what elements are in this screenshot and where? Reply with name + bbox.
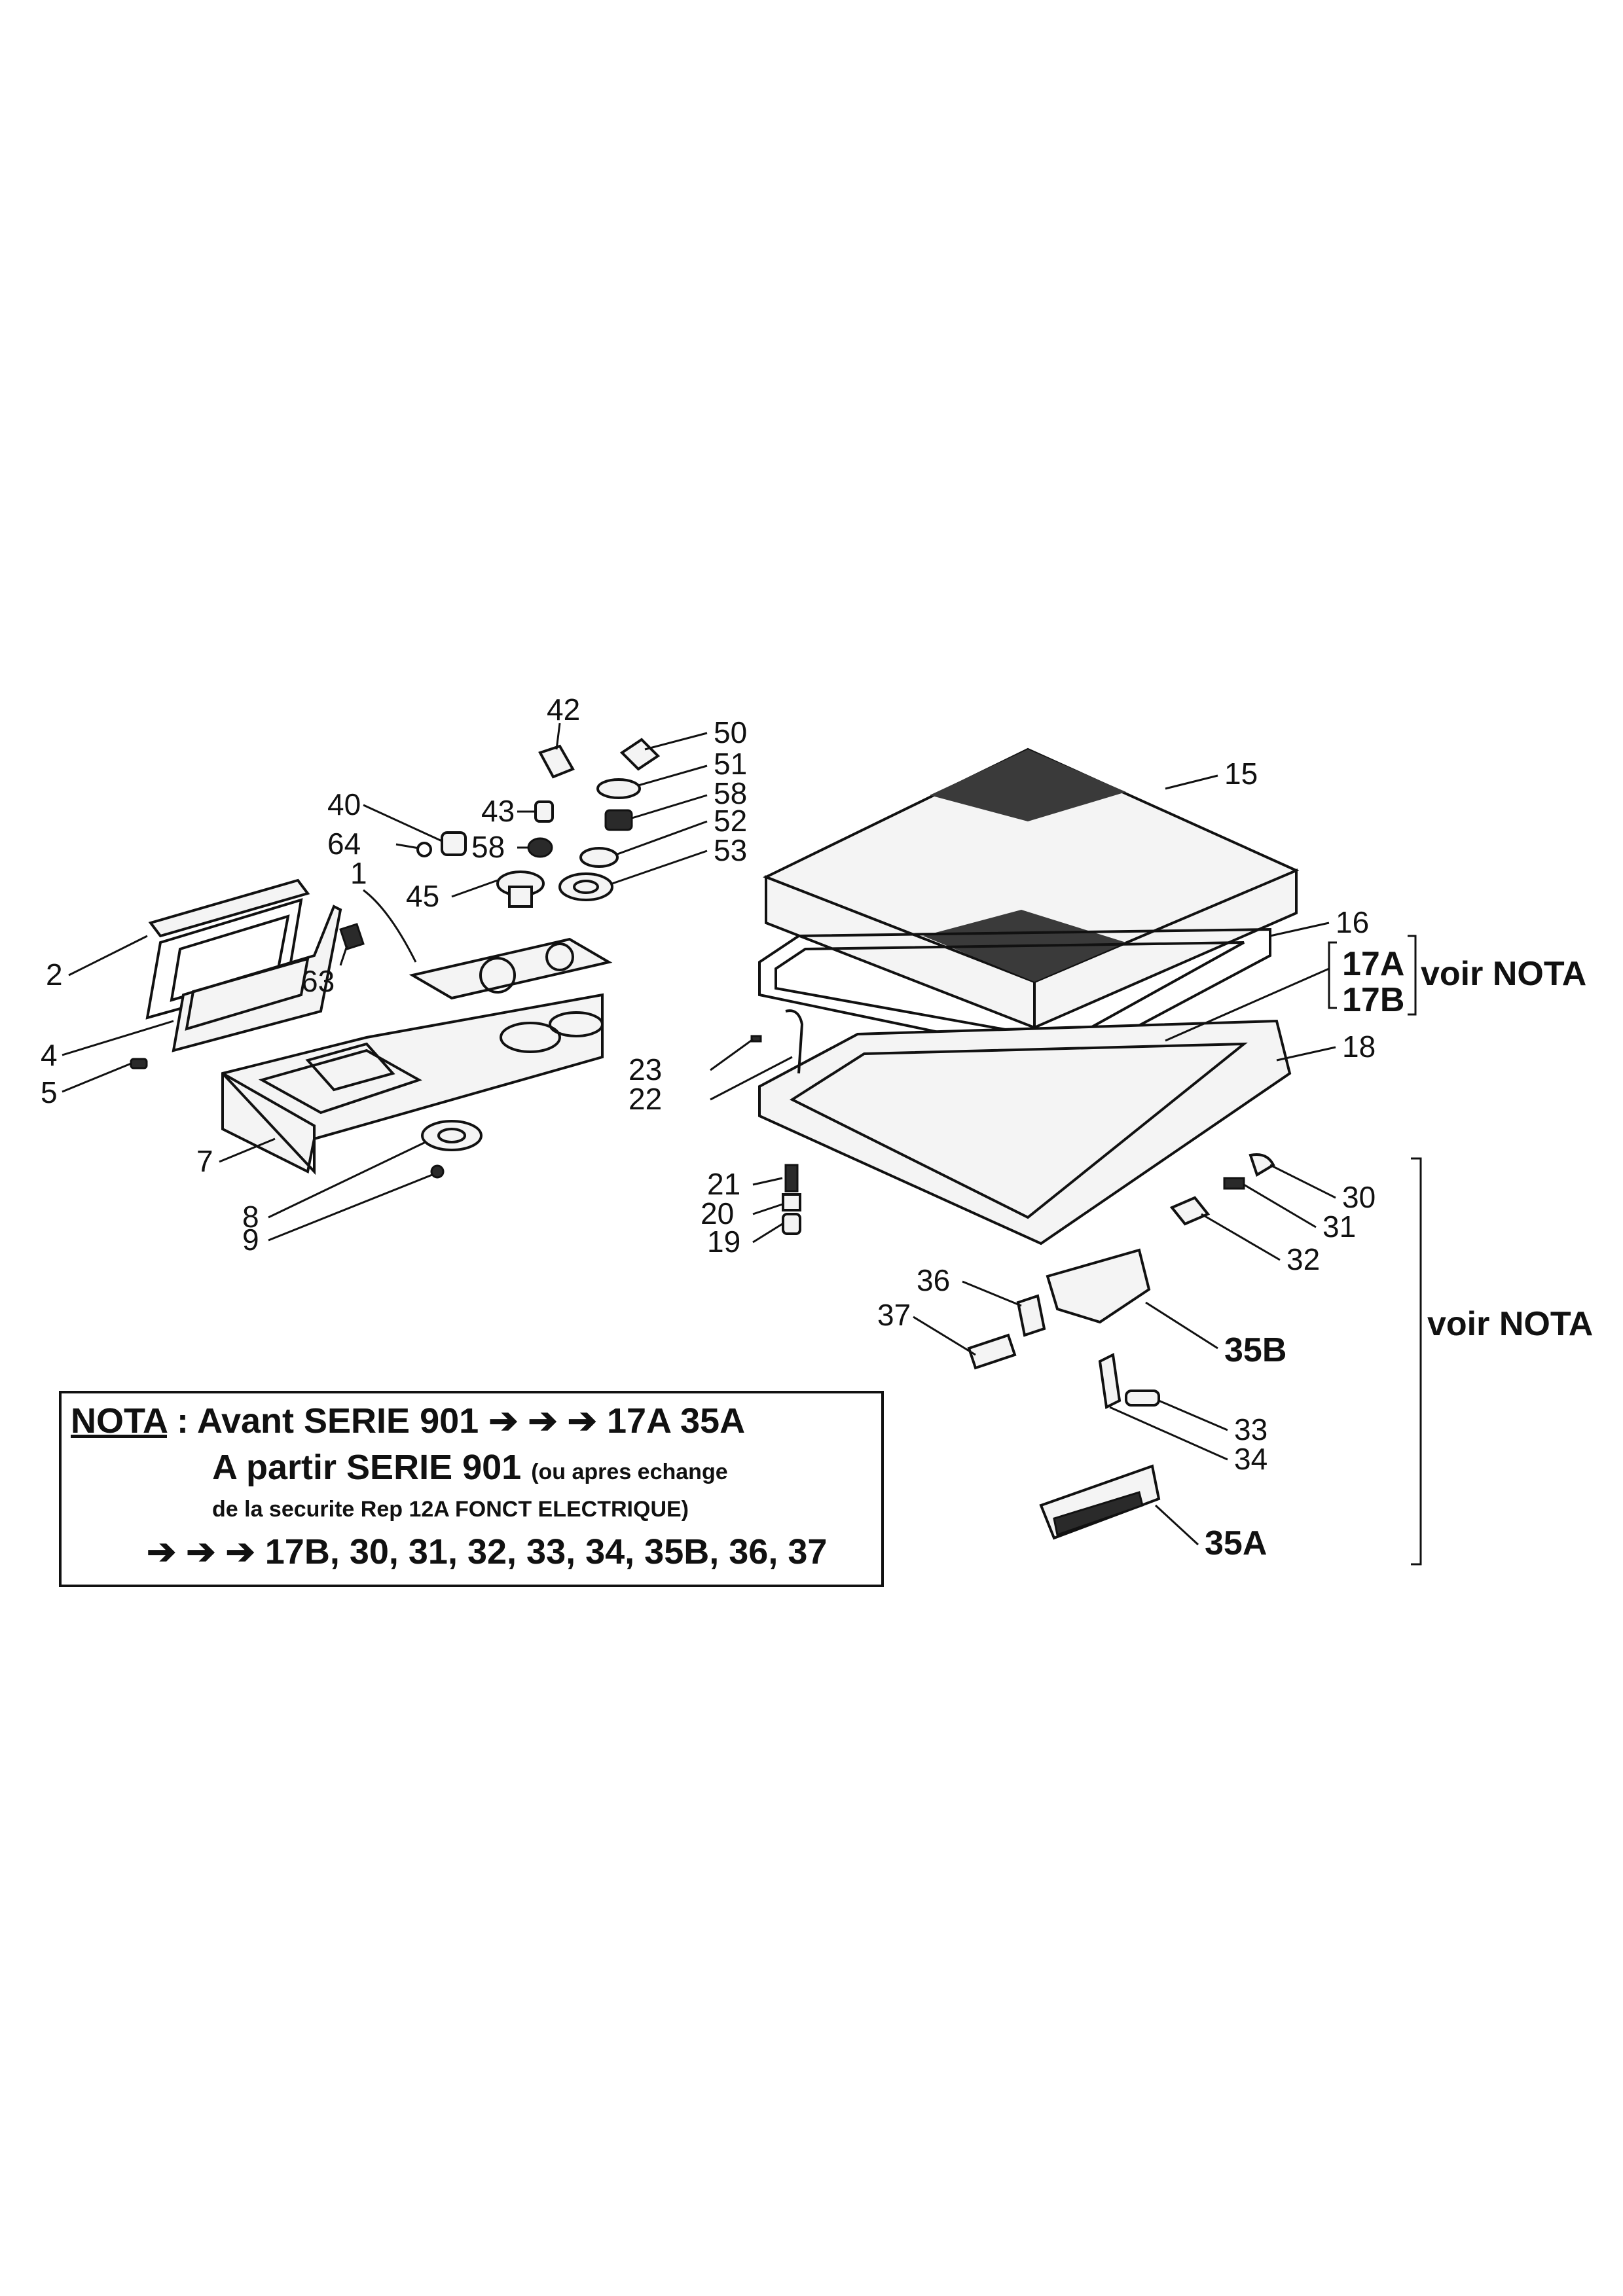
nota-line-2: A partir SERIE 901 (ou apres echange: [212, 1447, 728, 1488]
part-53-bushing: [558, 872, 613, 901]
label-8: 8: [242, 1200, 259, 1234]
label-19: 19: [707, 1225, 740, 1259]
arrow-icon: ➔ ➔ ➔: [147, 1532, 255, 1571]
label-37: 37: [877, 1298, 911, 1332]
part-35A-switch-bracket: [1039, 1464, 1161, 1540]
part-43-spring: [534, 800, 554, 823]
label-64: 64: [327, 827, 361, 861]
label-40: 40: [327, 787, 361, 821]
label-15: 15: [1224, 757, 1258, 791]
label-33: 33: [1234, 1412, 1267, 1446]
part-15-lid-top: [763, 747, 1300, 1030]
part-40-64-knob: [416, 831, 467, 857]
part-52-ring: [579, 847, 619, 868]
label-58b: 58: [714, 776, 747, 810]
part-5-screw: [130, 1058, 148, 1069]
nota-box: NOTA : Avant SERIE 901 ➔ ➔ ➔ 17A 35A A p…: [59, 1391, 884, 1587]
voir-nota-label-2: voir NOTA: [1427, 1305, 1593, 1343]
label-17B: 17B: [1342, 981, 1404, 1019]
label-45: 45: [406, 879, 439, 913]
part-42-cap: [538, 744, 575, 779]
nota-line-4: ➔ ➔ ➔ 17B, 30, 31, 32, 33, 34, 35B, 36, …: [147, 1531, 827, 1572]
label-20: 20: [701, 1196, 734, 1230]
nota-line4-refs: 17B, 30, 31, 32, 33, 34, 35B, 36, 37: [264, 1532, 828, 1571]
label-43: 43: [481, 794, 515, 828]
label-30: 30: [1342, 1180, 1376, 1214]
nota-line2-paren: (ou apres echange: [531, 1460, 728, 1484]
part-35B-lock: [1046, 1248, 1151, 1324]
part-19-20-21-spring-stack: [782, 1164, 801, 1235]
label-53: 53: [714, 833, 747, 867]
label-5: 5: [41, 1075, 58, 1109]
part-16-lid-frame: [758, 927, 1271, 1062]
label-4: 4: [41, 1038, 58, 1072]
part-18-base-frame: [758, 1019, 1292, 1246]
label-18: 18: [1342, 1030, 1376, 1064]
bracket-17: [1328, 935, 1417, 1016]
label-63: 63: [301, 964, 335, 998]
label-50: 50: [714, 715, 747, 749]
nota-line1-text: Avant SERIE 901: [196, 1401, 479, 1441]
part-labels: 2 4 5 7 8 9 1 63 40 64 42 43 58 45 50 51…: [41, 692, 1593, 1562]
label-34: 34: [1234, 1442, 1267, 1476]
part-33-34-pin: [1098, 1352, 1160, 1410]
part-36-37-bracket: [967, 1294, 1046, 1370]
arrow-icon: ➔ ➔ ➔: [488, 1401, 597, 1441]
label-32: 32: [1286, 1242, 1320, 1276]
part-58b-spring: [604, 809, 633, 831]
part-22-23-hinge-pin: [750, 1009, 804, 1074]
part-45-bushing: [496, 870, 545, 908]
leader-lines: [62, 723, 1336, 1546]
label-35A: 35A: [1205, 1524, 1267, 1562]
nota-colon: :: [177, 1401, 189, 1441]
label-23: 23: [629, 1052, 662, 1086]
label-22: 22: [629, 1082, 662, 1116]
label-9: 9: [242, 1223, 259, 1257]
label-17A: 17A: [1342, 945, 1404, 983]
nota-line-3: de la securite Rep 12A FONCT ELECTRIQUE): [212, 1497, 689, 1522]
nota-line1-refs: 17A 35A: [606, 1401, 746, 1441]
nota-title: NOTA: [71, 1401, 167, 1441]
label-42: 42: [547, 692, 580, 726]
label-35B: 35B: [1224, 1331, 1286, 1369]
bracket-30-35: [1411, 1157, 1422, 1566]
nota-line2-text: A partir SERIE 901: [212, 1448, 522, 1487]
label-7: 7: [196, 1144, 213, 1178]
voir-nota-label-1: voir NOTA: [1421, 955, 1586, 993]
part-63-clip: [339, 923, 365, 950]
part-30-31-32-catch: [1169, 1153, 1275, 1226]
part-7-control-housing: [221, 993, 604, 1175]
label-21: 21: [707, 1167, 740, 1201]
label-1: 1: [350, 856, 367, 890]
part-4-front-flap: [172, 905, 342, 1052]
part-50-51-cap: [596, 738, 661, 799]
part-8-knob: [421, 1120, 483, 1151]
label-58a: 58: [471, 830, 505, 864]
label-16: 16: [1336, 905, 1369, 939]
label-52: 52: [714, 804, 747, 838]
part-9-washer: [430, 1164, 445, 1179]
part-1-control-plate: [409, 937, 613, 1000]
nota-line-1: NOTA : Avant SERIE 901 ➔ ➔ ➔ 17A 35A: [71, 1400, 745, 1441]
label-2: 2: [46, 958, 63, 992]
part-58a-ring: [527, 837, 553, 858]
label-31: 31: [1322, 1210, 1356, 1244]
label-36: 36: [917, 1263, 950, 1297]
label-51: 51: [714, 747, 747, 781]
